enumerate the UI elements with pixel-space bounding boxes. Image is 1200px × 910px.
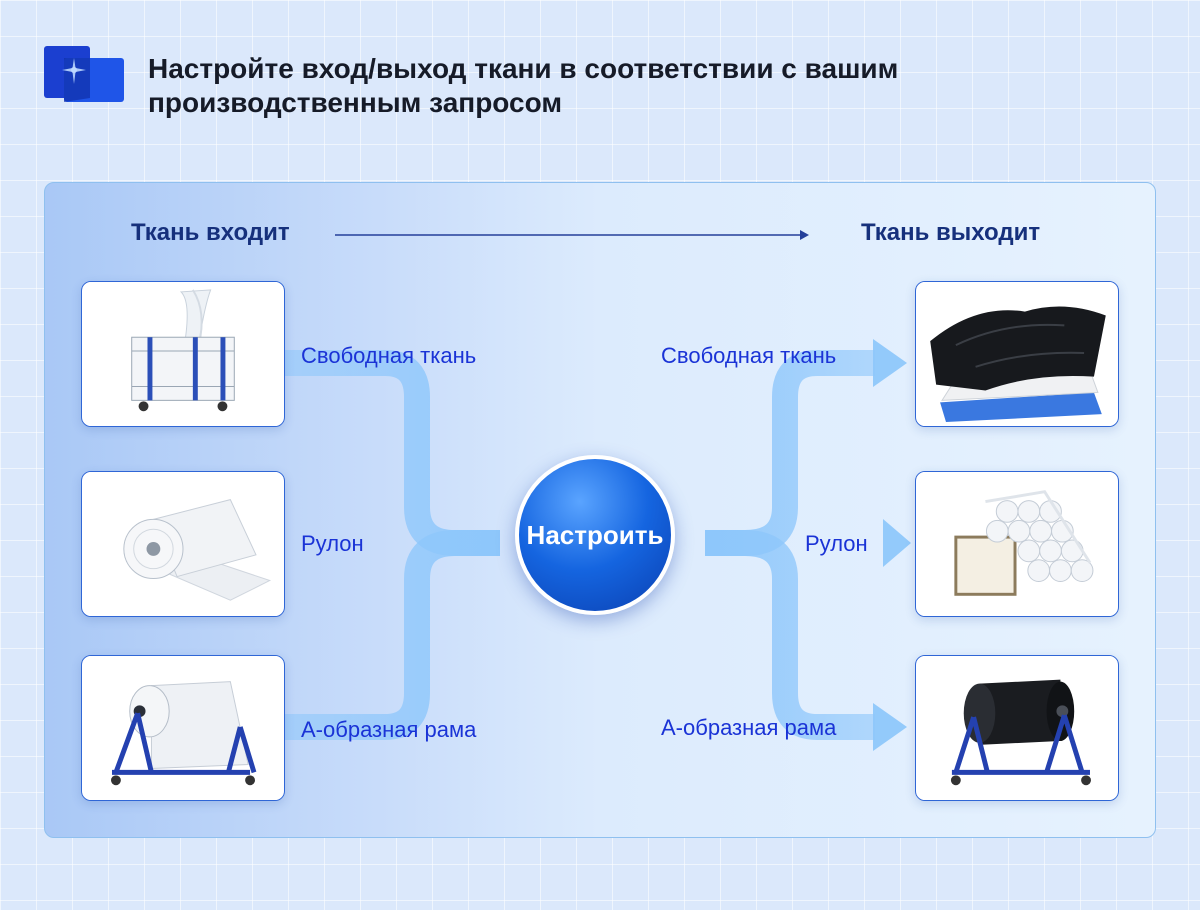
output-label-a-frame: А-образная рама [661, 715, 837, 740]
customize-hub-label: Настроить [526, 519, 664, 550]
a-frame-white-roll-image [82, 656, 284, 800]
fabric-cart-image [82, 282, 284, 426]
fabric-roll-image [82, 472, 284, 616]
page-title-line-2: производственным запросом [148, 87, 563, 118]
direction-arrow [335, 230, 809, 240]
output-image-card-roll [915, 471, 1119, 617]
a-frame-black-roll-image [916, 656, 1118, 800]
flow-connectors [285, 230, 911, 751]
input-label-a-frame: А-образная рама [301, 717, 477, 742]
customize-hub: Настроить [515, 455, 675, 615]
page-title-line-1: Настройте вход/выход ткани в соответстви… [148, 53, 899, 84]
input-image-card-a-frame [81, 655, 285, 801]
output-image-card-a-frame [915, 655, 1119, 801]
diagram-panel: Ткань входит Ткань выходит Свободная тка… [44, 182, 1156, 838]
output-brace [705, 350, 885, 740]
input-image-card-loose-fabric [81, 281, 285, 427]
input-image-card-roll [81, 471, 285, 617]
input-label-roll: Рулон [301, 531, 364, 556]
black-fabric-pallet-image [916, 282, 1118, 426]
input-column-title: Ткань входит [131, 219, 290, 246]
output-label-loose-fabric: Свободная ткань [661, 343, 837, 368]
output-arrowheads [873, 339, 911, 751]
stacked-rolls-crate-image [916, 472, 1118, 616]
output-label-roll: Рулон [805, 531, 868, 556]
input-brace [285, 350, 500, 740]
input-label-loose-fabric: Свободная ткань [301, 343, 477, 368]
output-column-title: Ткань выходит [861, 219, 1041, 246]
logo-icon [44, 44, 126, 106]
page-title: Настройте вход/выход ткани в соответстви… [148, 52, 1158, 120]
output-image-card-loose-fabric [915, 281, 1119, 427]
